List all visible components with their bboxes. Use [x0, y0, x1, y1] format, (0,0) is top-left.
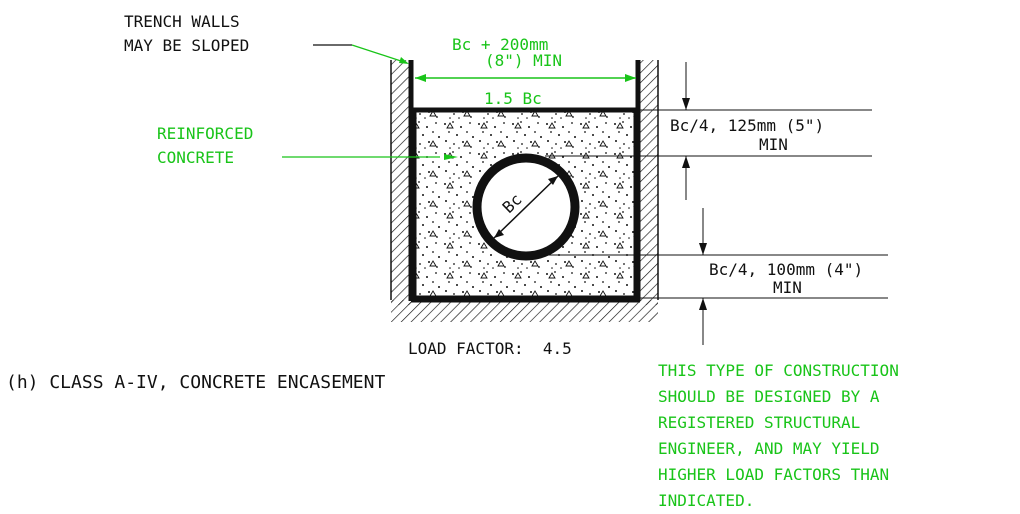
reinforced-label-2: CONCRETE [157, 148, 234, 167]
note-line-3: REGISTERED STRUCTURAL [658, 413, 860, 432]
note-line-5: HIGHER LOAD FACTORS THAN [658, 465, 889, 484]
cover-bottom-label-2: MIN [773, 278, 802, 297]
top-width-label-1: Bc + 200mm [452, 35, 548, 54]
class-title: (h) CLASS A-IV, CONCRETE ENCASEMENT [6, 372, 385, 393]
construction-note: THIS TYPE OF CONSTRUCTION SHOULD BE DESI… [658, 361, 899, 510]
trench-walls-label-1: TRENCH WALLS [124, 12, 240, 31]
load-factor-label: LOAD FACTOR: 4.5 [408, 339, 572, 358]
inner-width-label: 1.5 Bc [484, 89, 542, 108]
cover-bottom-label-1: Bc/4, 100mm (4") [709, 260, 863, 279]
reinforced-label-1: REINFORCED [157, 124, 253, 143]
pipe-diameter-line [493, 175, 559, 239]
note-line-1: THIS TYPE OF CONSTRUCTION [658, 361, 899, 380]
cover-top-label-1: Bc/4, 125mm (5") [670, 116, 824, 135]
trench-walls-label-2: MAY BE SLOPED [124, 36, 249, 55]
top-width-label-2: (8") MIN [485, 51, 562, 70]
right-trench-wall [640, 60, 658, 305]
note-line-4: ENGINEER, AND MAY YIELD [658, 439, 880, 458]
trench-bottom-soil [391, 300, 658, 322]
note-line-2: SHOULD BE DESIGNED BY A [658, 387, 880, 406]
note-line-6: INDICATED. [658, 491, 754, 510]
left-trench-wall [391, 60, 411, 305]
cover-top-label-2: MIN [759, 135, 788, 154]
